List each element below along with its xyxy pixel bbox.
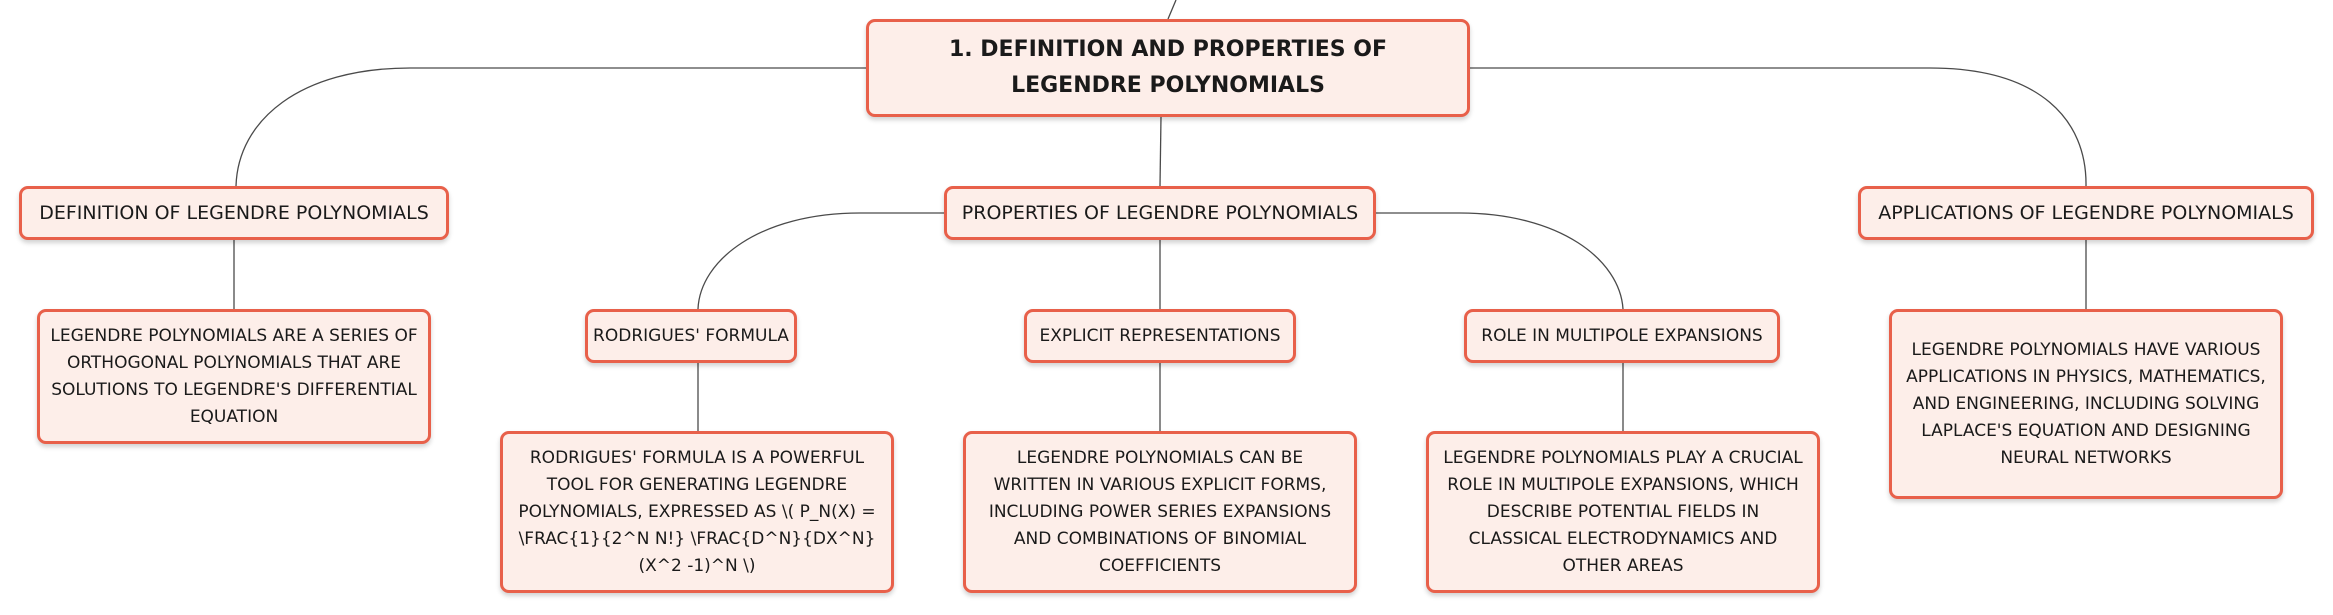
- explicit-detail-node[interactable]: LEGENDRE POLYNOMIALS CAN BE WRITTEN IN V…: [963, 431, 1357, 593]
- explicit-label: EXPLICIT REPRESENTATIONS: [1039, 326, 1281, 346]
- root-topic-title: 1. DEFINITION AND PROPERTIES OF LEGENDRE…: [948, 37, 1388, 98]
- explicit-detail-text: LEGENDRE POLYNOMIALS CAN BE WRITTEN IN V…: [988, 447, 1332, 576]
- connector-root-properties: [1159, 116, 1162, 187]
- connector-to-parent: [1167, 0, 1177, 20]
- rodrigues-node[interactable]: RODRIGUES' FORMULA: [585, 309, 797, 363]
- definition-node[interactable]: DEFINITION OF LEGENDRE POLYNOMIALS: [19, 186, 449, 240]
- definition-detail-text: LEGENDRE POLYNOMIALS ARE A SERIES OF ORT…: [50, 325, 418, 427]
- definition-detail-node[interactable]: LEGENDRE POLYNOMIALS ARE A SERIES OF ORT…: [37, 309, 431, 444]
- connector-root-definition: [235, 67, 866, 187]
- applications-label: APPLICATIONS OF LEGENDRE POLYNOMIALS: [1878, 202, 2294, 224]
- connector-root-applications: [1470, 67, 2087, 187]
- multipole-detail-node[interactable]: LEGENDRE POLYNOMIALS PLAY A CRUCIAL ROLE…: [1426, 431, 1820, 593]
- multipole-node[interactable]: ROLE IN MULTIPOLE EXPANSIONS: [1464, 309, 1780, 363]
- rodrigues-detail-node[interactable]: RODRIGUES' FORMULA IS A POWERFUL TOOL FO…: [500, 431, 894, 593]
- connector-properties-multipole: [1376, 212, 1624, 310]
- explicit-node[interactable]: EXPLICIT REPRESENTATIONS: [1024, 309, 1296, 363]
- applications-detail-node[interactable]: LEGENDRE POLYNOMIALS HAVE VARIOUS APPLIC…: [1889, 309, 2283, 499]
- applications-node[interactable]: APPLICATIONS OF LEGENDRE POLYNOMIALS: [1858, 186, 2314, 240]
- properties-label: PROPERTIES OF LEGENDRE POLYNOMIALS: [961, 202, 1359, 224]
- multipole-detail-text: LEGENDRE POLYNOMIALS PLAY A CRUCIAL ROLE…: [1443, 447, 1803, 576]
- properties-node[interactable]: PROPERTIES OF LEGENDRE POLYNOMIALS: [944, 186, 1376, 240]
- multipole-label: ROLE IN MULTIPOLE EXPANSIONS: [1481, 326, 1763, 346]
- connector-properties-rodrigues: [697, 212, 944, 310]
- definition-label: DEFINITION OF LEGENDRE POLYNOMIALS: [39, 202, 429, 224]
- root-topic-node[interactable]: 1. DEFINITION AND PROPERTIES OF LEGENDRE…: [866, 19, 1470, 117]
- applications-detail-text: LEGENDRE POLYNOMIALS HAVE VARIOUS APPLIC…: [1906, 339, 2266, 468]
- rodrigues-label: RODRIGUES' FORMULA: [593, 326, 789, 346]
- rodrigues-detail-text: RODRIGUES' FORMULA IS A POWERFUL TOOL FO…: [518, 447, 876, 576]
